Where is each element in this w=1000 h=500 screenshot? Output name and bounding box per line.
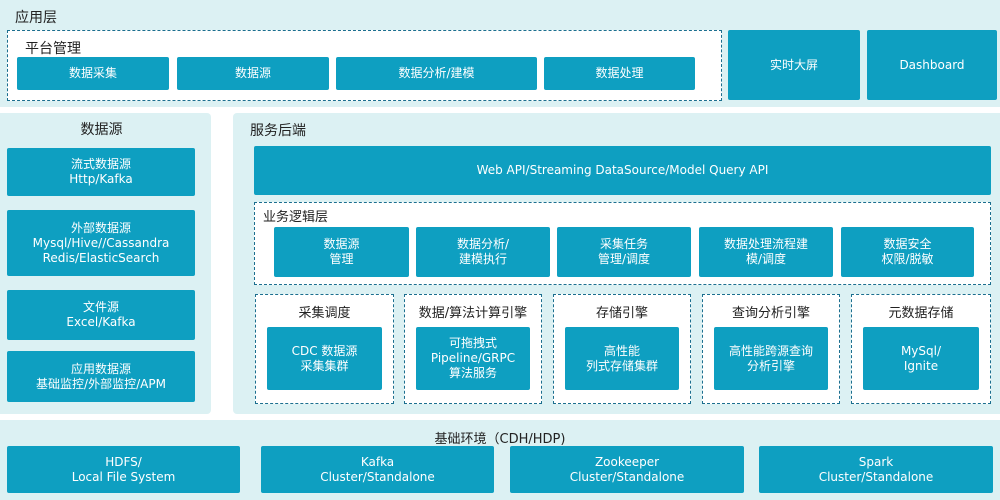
realtime-screen-button[interactable]: 实时大屏: [728, 30, 860, 100]
engine-body[interactable]: 可拖拽式 Pipeline/GRPC 算法服务: [416, 327, 530, 390]
infra-kafka[interactable]: Kafka Cluster/Standalone: [261, 446, 494, 493]
platform-item-datasource[interactable]: 数据源: [177, 57, 329, 90]
logic-title: 业务逻辑层: [263, 210, 329, 225]
engine-title: 存储引擎: [595, 306, 648, 321]
datasource-external[interactable]: 外部数据源 Mysql/Hive//Cassandra Redis/Elasti…: [7, 210, 195, 276]
platform-title: 平台管理: [25, 41, 81, 57]
datasource-stream[interactable]: 流式数据源 Http/Kafka: [7, 148, 195, 196]
engine-title: 数据/算法计算引擎: [418, 306, 528, 321]
infra-hdfs[interactable]: HDFS/ Local File System: [7, 446, 240, 493]
logic-item-security[interactable]: 数据安全 权限/脱敏: [841, 227, 974, 277]
datasource-app[interactable]: 应用数据源 基础监控/外部监控/APM: [7, 351, 195, 402]
datasource-title: 数据源: [80, 122, 123, 138]
api-bar[interactable]: Web API/Streaming DataSource/Model Query…: [254, 146, 991, 195]
dashboard-button[interactable]: Dashboard: [867, 30, 997, 100]
platform-item-collect[interactable]: 数据采集: [17, 57, 169, 90]
engine-title: 采集调度: [298, 306, 351, 321]
engine-body[interactable]: MySql/ Ignite: [863, 327, 979, 390]
infra-zookeeper[interactable]: Zookeeper Cluster/Standalone: [510, 446, 744, 493]
logic-item-analysis[interactable]: 数据分析/ 建模执行: [416, 227, 550, 277]
datasource-file[interactable]: 文件源 Excel/Kafka: [7, 290, 195, 340]
engine-body[interactable]: 高性能 列式存储集群: [565, 327, 679, 390]
platform-item-processing[interactable]: 数据处理: [544, 57, 695, 90]
backend-title: 服务后端: [250, 123, 306, 139]
app-layer-title: 应用层: [15, 10, 57, 26]
infra-spark[interactable]: Spark Cluster/Standalone: [759, 446, 993, 493]
engine-body[interactable]: 高性能跨源查询 分析引擎: [714, 327, 828, 390]
logic-item-datasource[interactable]: 数据源 管理: [274, 227, 409, 277]
logic-item-collect-task[interactable]: 采集任务 管理/调度: [557, 227, 691, 277]
infra-title: 基础环境（CDH/HDP): [434, 432, 566, 447]
platform-item-analysis[interactable]: 数据分析/建模: [336, 57, 537, 90]
engine-body[interactable]: CDC 数据源 采集集群: [267, 327, 382, 390]
engine-title: 查询分析引擎: [731, 306, 810, 321]
engine-title: 元数据存储: [888, 306, 954, 321]
logic-item-process-flow[interactable]: 数据处理流程建 模/调度: [699, 227, 833, 277]
